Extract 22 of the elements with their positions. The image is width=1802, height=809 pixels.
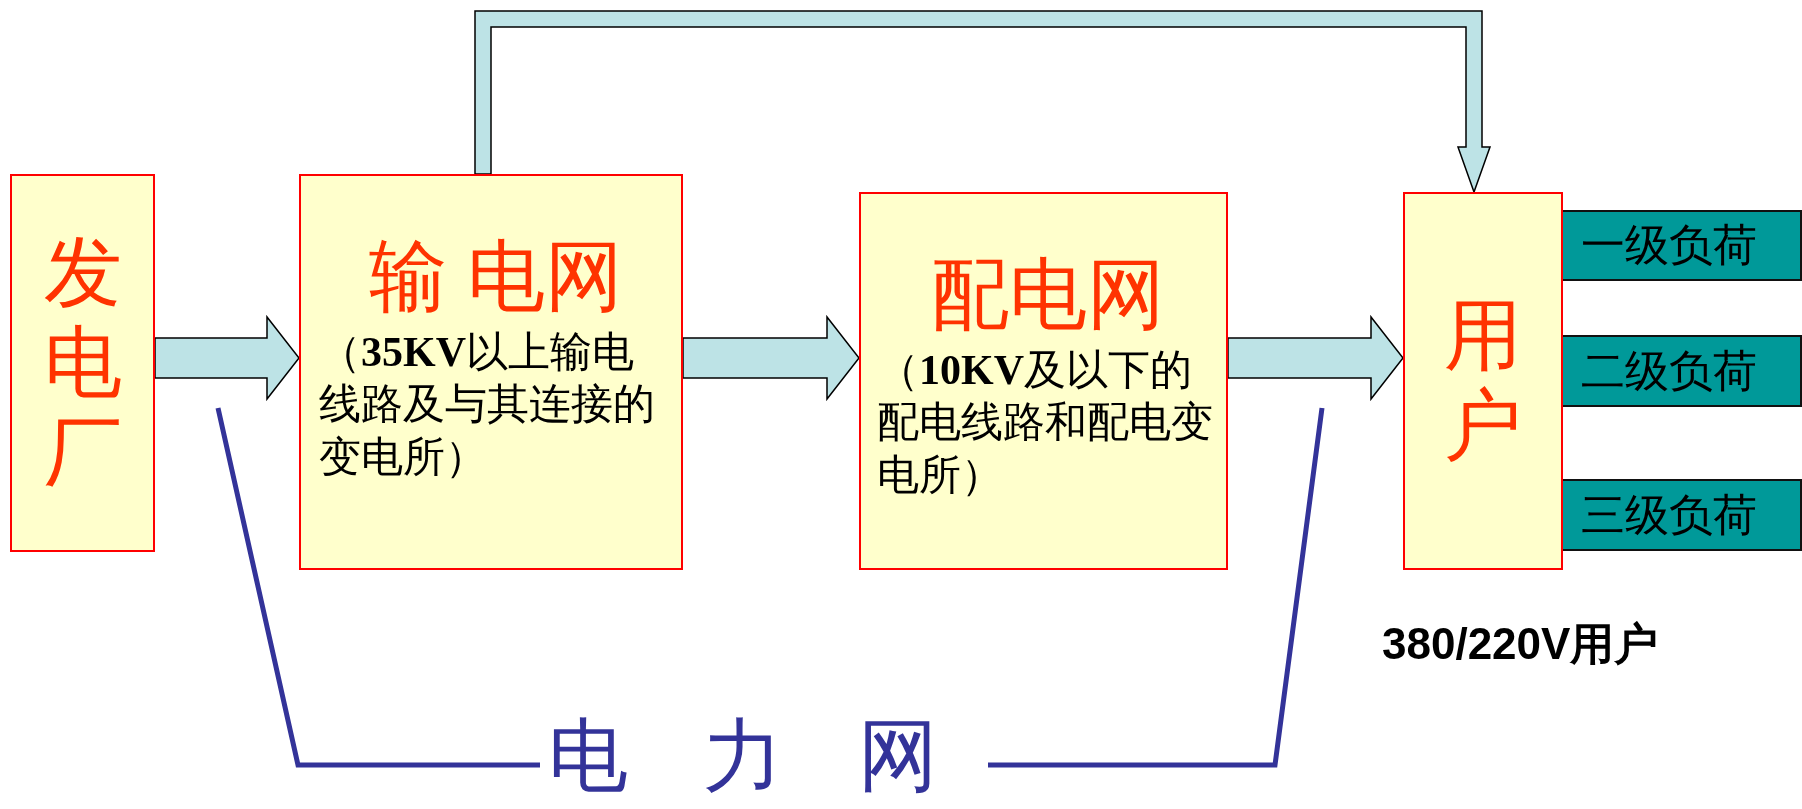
load-bar <box>1563 210 1802 281</box>
block-arrow <box>1227 314 1404 402</box>
load-label: 三级负荷 <box>1580 489 1758 542</box>
node-title: 发电厂 <box>43 228 122 498</box>
process-box <box>859 192 1228 570</box>
bracket-label: 电 力 网 <box>548 712 938 800</box>
node-title: 用户 <box>1444 291 1522 471</box>
process-box <box>299 174 683 570</box>
block-arrow <box>474 10 1492 195</box>
process-box <box>10 174 155 552</box>
voltage-label: 380/220V用户 <box>1382 618 1659 670</box>
load-bar <box>1563 479 1802 551</box>
load-bar <box>1563 335 1802 407</box>
node-title: 配电网 <box>929 252 1166 338</box>
node-title: 输 电网 <box>368 234 624 320</box>
node-description: （35KV以上输电线路及与其连接的变电所） <box>319 327 656 482</box>
load-label: 二级负荷 <box>1580 345 1758 398</box>
block-arrow <box>154 314 300 402</box>
process-box <box>1403 192 1563 570</box>
node-description: （10KV及以下的配电线路和配电变电所） <box>877 345 1214 500</box>
load-label: 一级负荷 <box>1580 220 1758 272</box>
block-arrow <box>682 314 860 402</box>
